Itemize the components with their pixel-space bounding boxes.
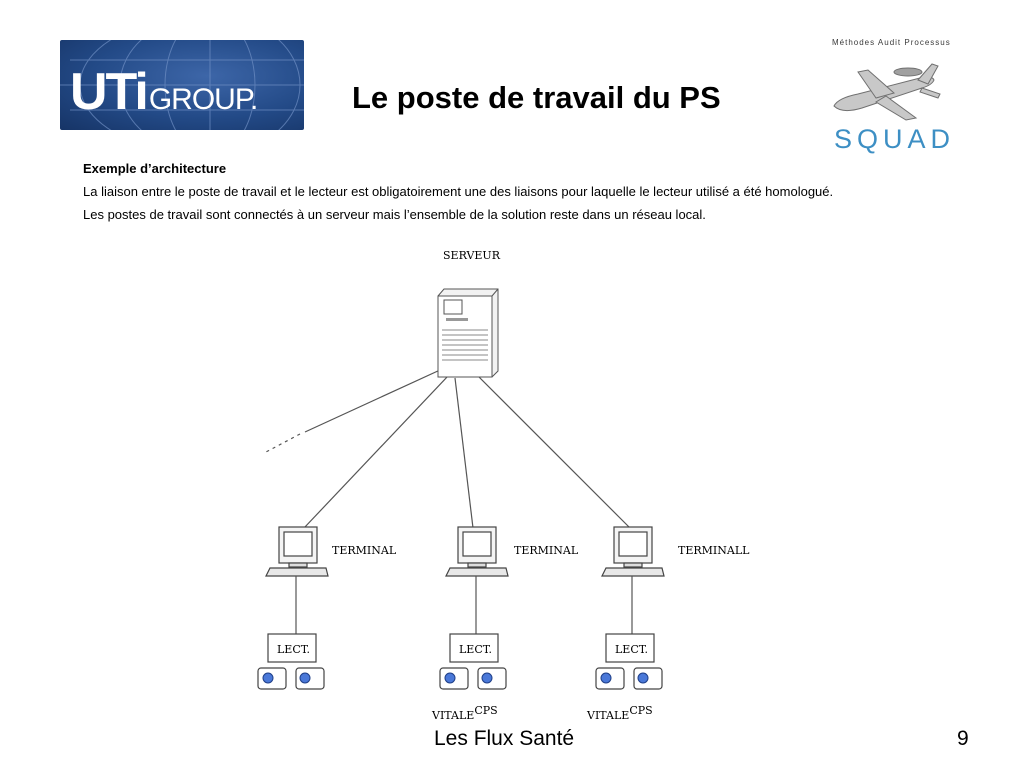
card-sup-label: CPS <box>629 704 652 717</box>
link-server-terminal-3 <box>477 375 631 529</box>
reader-label: LECT. <box>277 643 310 656</box>
globe-grid-icon <box>60 40 304 130</box>
card-label: VITALECPS <box>586 704 653 722</box>
terminal-3: TERMINALL LECT. VITALECPS <box>586 526 750 722</box>
squad-wordmark: SQUAD <box>834 124 956 154</box>
link-to-other-dashed <box>265 433 301 453</box>
computer-icon <box>265 526 329 577</box>
airplane-icon <box>833 63 941 121</box>
computer-icon <box>601 526 665 577</box>
footer-title: Les Flux Santé <box>434 727 575 750</box>
paragraph-network: Les postes de travail sont connectés à u… <box>83 207 706 222</box>
card-label: VITALECPS <box>431 704 498 722</box>
section-heading: Exemple d’architecture <box>83 161 227 176</box>
paragraph-homologation: La liaison entre le poste de travail et … <box>83 184 834 199</box>
uti-group-logo: UTiGROUP. <box>60 40 304 130</box>
reader-box <box>605 633 655 663</box>
computer-icon <box>445 526 509 577</box>
reader-label: LECT. <box>615 643 648 656</box>
link-to-other <box>304 369 441 433</box>
logo-brand-suffix: GROUP. <box>148 83 258 116</box>
link-server-terminal-2 <box>454 377 474 529</box>
terminal-2: TERMINAL LECT. VITALECPS <box>431 526 579 722</box>
squad-logo: Méthodes Audit Processus SQUAD <box>828 38 951 154</box>
logo-brand: UTi <box>70 63 149 121</box>
reader-box <box>267 633 317 663</box>
server-label: SERVEUR <box>443 249 501 262</box>
card-slots <box>439 667 507 690</box>
terminal-1: TERMINAL LECT. <box>257 526 397 690</box>
reader-box <box>449 633 499 663</box>
server-tower-icon <box>437 288 499 378</box>
terminal-label: TERMINAL <box>332 544 397 557</box>
page-number: 9 <box>957 727 969 750</box>
squad-tagline: Méthodes Audit Processus <box>832 38 951 47</box>
card-sup-label: CPS <box>474 704 497 717</box>
body-text: Exemple d’architecture La liaison entre … <box>83 157 943 226</box>
terminal-label: TERMINALL <box>678 544 750 557</box>
card-main-label: VITALE <box>586 709 629 722</box>
slide-title: Le poste de travail du PS <box>352 80 721 115</box>
reader-label: LECT. <box>459 643 492 656</box>
logo-wordmark: UTiGROUP. <box>70 62 258 122</box>
terminal-label: TERMINAL <box>514 544 579 557</box>
card-main-label: VITALE <box>431 709 474 722</box>
link-server-terminal-1 <box>303 375 449 529</box>
card-slots <box>257 667 325 690</box>
card-slots <box>595 667 663 690</box>
